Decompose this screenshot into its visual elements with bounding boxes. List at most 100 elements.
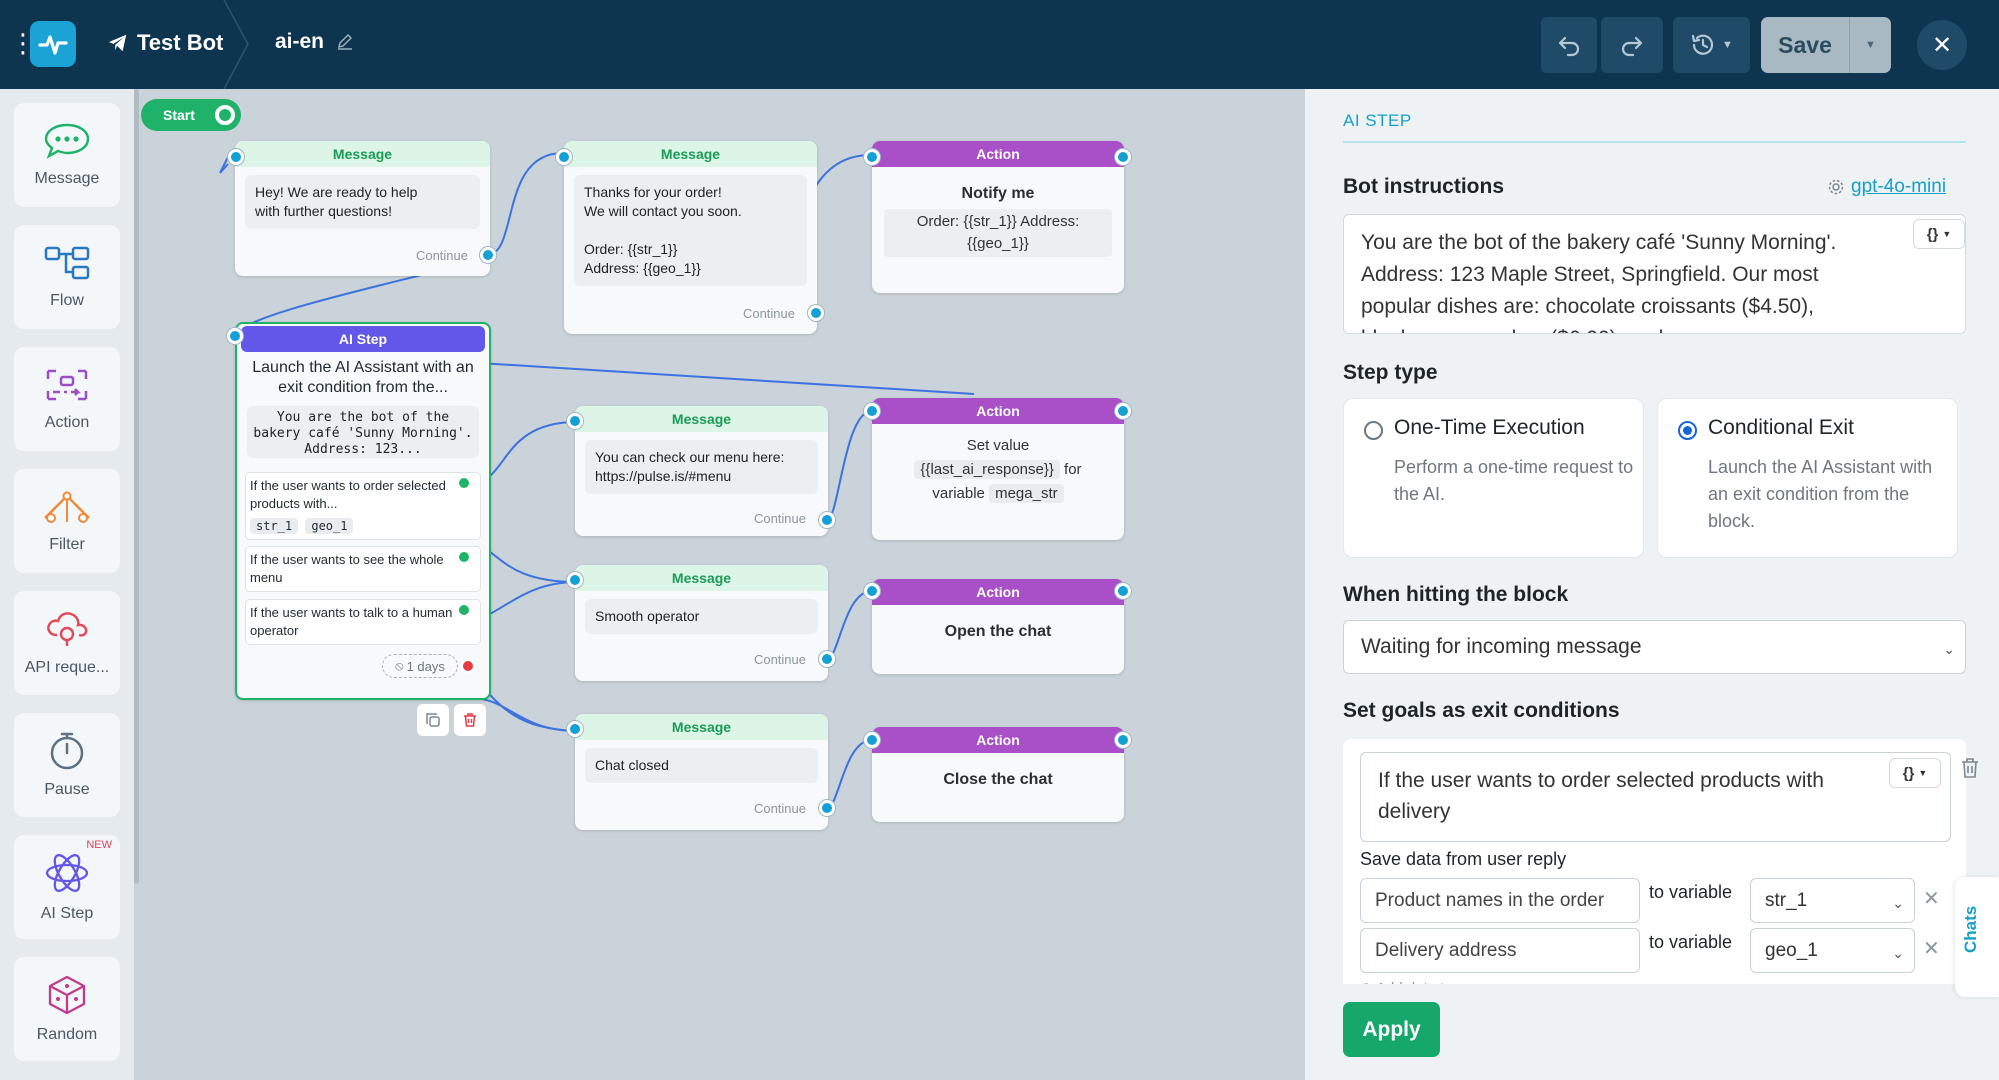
chats-side-tab[interactable]: Chats — [1955, 877, 1999, 997]
input-connector[interactable] — [864, 149, 880, 165]
insert-variable-button[interactable]: {}▼ — [1889, 758, 1941, 788]
action-line: {{last_ai_response}} for — [872, 458, 1124, 482]
node-header: Message — [575, 406, 828, 432]
chats-tab-label: Chats — [1961, 905, 1980, 953]
sidebar-item-flow[interactable]: Flow — [14, 225, 120, 329]
input-connector[interactable] — [864, 732, 880, 748]
undo-button[interactable] — [1541, 17, 1597, 73]
goal-textarea[interactable]: If the user wants to order selected prod… — [1360, 752, 1951, 842]
action-node-close-chat[interactable]: Action Close the chat — [872, 727, 1124, 822]
close-button[interactable]: ✕ — [1917, 20, 1967, 70]
remove-row-button[interactable]: ✕ — [1923, 936, 1940, 961]
node-header: Action — [872, 141, 1124, 167]
goal-item-3[interactable]: If the user wants to talk to a human ope… — [245, 599, 481, 645]
start-node[interactable]: Start — [141, 99, 241, 131]
delete-goal-button[interactable] — [1960, 757, 1980, 784]
braces-icon: {} — [1902, 764, 1915, 782]
action-word: for — [1064, 461, 1082, 478]
message-node-3[interactable]: Message You can check our menu here: htt… — [575, 406, 828, 536]
copy-node-button[interactable] — [417, 704, 449, 736]
app-logo[interactable] — [30, 21, 76, 67]
bot-name-link[interactable]: Test Bot — [107, 30, 223, 56]
message-node-1[interactable]: Message Hey! We are ready to help with f… — [235, 141, 490, 276]
sidebar-item-random[interactable]: Random — [14, 957, 120, 1061]
option-one-time[interactable]: One-Time Execution Perform a one-time re… — [1343, 398, 1644, 558]
output-connector[interactable] — [1115, 149, 1131, 165]
output-connector[interactable] — [480, 247, 496, 263]
goal-item-1[interactable]: If the user wants to order selected prod… — [245, 472, 481, 540]
sidebar-item-label: Filter — [49, 536, 85, 553]
start-label: Start — [163, 107, 195, 123]
input-connector[interactable] — [864, 583, 880, 599]
sidebar-item-pause[interactable]: Pause — [14, 713, 120, 817]
input-connector[interactable] — [567, 572, 583, 588]
timeout-badge[interactable]: ⦸ 1 days — [382, 654, 458, 678]
sidebar-item-ai-step[interactable]: NEW AI Step — [14, 835, 120, 939]
message-node-2[interactable]: Message Thanks for your order! We will c… — [564, 141, 817, 334]
sidebar-item-label: Action — [44, 414, 90, 431]
action-node-set-value[interactable]: Action Set value {{last_ai_response}} fo… — [872, 398, 1124, 540]
input-connector[interactable] — [864, 403, 880, 419]
chevron-down-icon: ⌄ — [1892, 894, 1904, 911]
input-connector[interactable] — [228, 149, 244, 165]
save-button[interactable]: Save — [1778, 31, 1832, 58]
delete-node-button[interactable] — [454, 704, 486, 736]
continue-label: Continue — [753, 511, 806, 526]
when-hitting-select[interactable]: Waiting for incoming message ⌄ — [1343, 620, 1966, 674]
goal-item-2[interactable]: If the user wants to see the whole menu — [245, 546, 481, 592]
goal-output-connector[interactable] — [457, 550, 471, 564]
output-connector[interactable] — [819, 800, 835, 816]
history-button[interactable]: ▼ — [1673, 17, 1750, 73]
apply-button[interactable]: Apply — [1343, 1002, 1440, 1057]
filter-icon — [44, 491, 90, 523]
stopwatch-icon — [50, 732, 84, 770]
timeout-output-connector[interactable] — [461, 659, 475, 673]
input-connector[interactable] — [556, 149, 572, 165]
sidebar-item-api-request[interactable]: API reque... — [14, 591, 120, 695]
start-connector[interactable] — [215, 105, 235, 125]
radio-conditional-exit[interactable] — [1678, 421, 1697, 440]
output-connector[interactable] — [819, 512, 835, 528]
output-connector[interactable] — [808, 305, 824, 321]
action-node-notify[interactable]: Action Notify me Order: {{str_1}} Addres… — [872, 141, 1124, 293]
radio-one-time[interactable] — [1364, 421, 1383, 440]
action-node-open-chat[interactable]: Action Open the chat — [872, 579, 1124, 674]
input-connector[interactable] — [567, 721, 583, 737]
sidebar-scrollbar[interactable] — [134, 89, 139, 884]
pencil-icon[interactable] — [336, 33, 354, 51]
goal-output-connector[interactable] — [457, 603, 471, 617]
sidebar-item-filter[interactable]: Filter — [14, 469, 120, 573]
ai-step-node[interactable]: AI Step Launch the AI Assistant with an … — [235, 322, 491, 700]
variable-chip: str_1 — [250, 518, 299, 534]
remove-row-button[interactable]: ✕ — [1923, 886, 1940, 911]
input-connector[interactable] — [567, 413, 583, 429]
insert-variable-button[interactable]: {}▼ — [1913, 219, 1965, 249]
save-options-button[interactable]: ▼ — [1849, 17, 1891, 73]
model-selector-link[interactable]: gpt-4o-mini — [1827, 176, 1946, 198]
panel-tab-ai-step[interactable]: AI STEP — [1343, 111, 1412, 130]
action-title: Notify me — [961, 185, 1035, 202]
output-connector[interactable] — [1115, 583, 1131, 599]
bot-instructions-textarea[interactable]: You are the bot of the bakery café 'Sunn… — [1343, 214, 1966, 334]
option-conditional-exit[interactable]: Conditional Exit Launch the AI Assistant… — [1657, 398, 1958, 558]
output-connector[interactable] — [1115, 403, 1131, 419]
sidebar-item-action[interactable]: Action — [14, 347, 120, 451]
message-node-5[interactable]: Message Chat closed Continue — [575, 714, 828, 830]
data-field-input[interactable]: Delivery address — [1360, 928, 1640, 973]
message-node-4[interactable]: Message Smooth operator Continue — [575, 565, 828, 681]
output-connector[interactable] — [819, 651, 835, 667]
chevron-down-icon: ▼ — [1942, 229, 1952, 239]
variable-select[interactable]: str_1 ⌄ — [1750, 878, 1915, 923]
flow-name[interactable]: ai-en — [275, 30, 354, 54]
goal-output-connector[interactable] — [457, 476, 471, 490]
sidebar-item-message[interactable]: Message — [14, 103, 120, 207]
data-field-input[interactable]: Product names in the order — [1360, 878, 1640, 923]
input-connector[interactable] — [227, 328, 243, 344]
variable-select[interactable]: geo_1 ⌄ — [1750, 928, 1915, 973]
action-text: Set value {{last_ai_response}} for varia… — [872, 434, 1124, 506]
output-connector[interactable] — [1115, 732, 1131, 748]
redo-icon — [1621, 36, 1643, 57]
sidebar-item-label: Message — [34, 170, 100, 187]
redo-button[interactable] — [1601, 17, 1663, 73]
message-text: You can check our menu here: https://pul… — [585, 440, 818, 494]
